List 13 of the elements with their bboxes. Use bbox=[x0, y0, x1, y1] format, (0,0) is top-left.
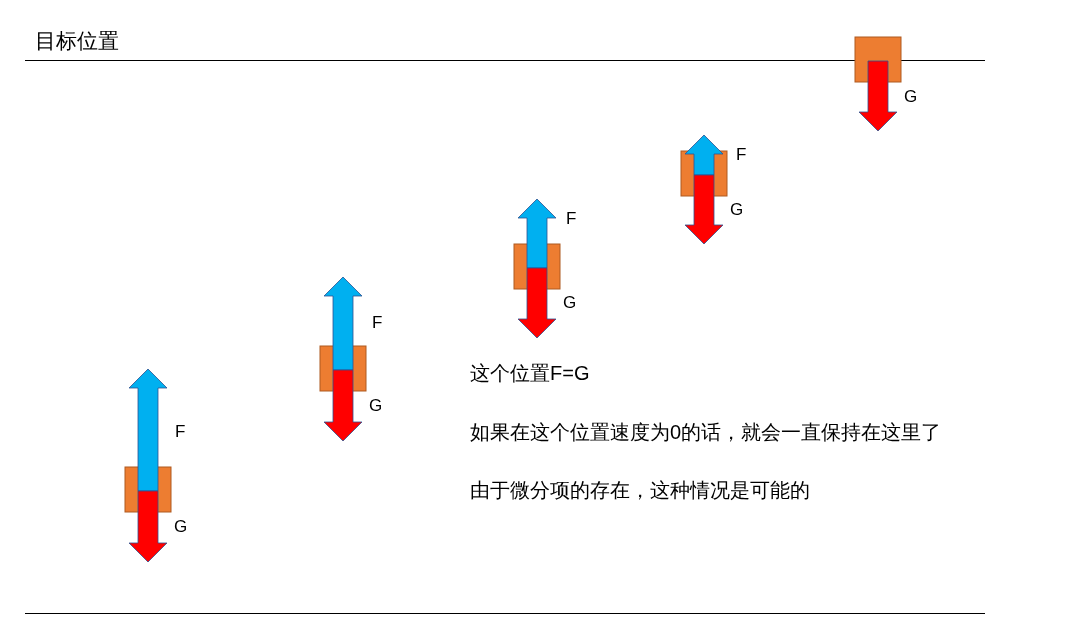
force-label: G bbox=[369, 396, 383, 417]
force-label: F bbox=[175, 422, 186, 443]
note-text: 这个位置F=G bbox=[470, 361, 590, 385]
force-label: F bbox=[566, 209, 577, 230]
force-label: G bbox=[904, 87, 918, 108]
force-label: G bbox=[174, 517, 188, 538]
force-label: F bbox=[372, 313, 383, 334]
heading: 目标位置 bbox=[35, 28, 119, 54]
note-text: 如果在这个位置速度为0的话，就会一直保持在这里了 bbox=[470, 420, 942, 444]
force-label: G bbox=[563, 293, 577, 314]
note-text: 由于微分项的存在，这种情况是可能的 bbox=[470, 478, 810, 502]
force-label: G bbox=[730, 200, 744, 221]
force-label: F bbox=[736, 145, 747, 166]
